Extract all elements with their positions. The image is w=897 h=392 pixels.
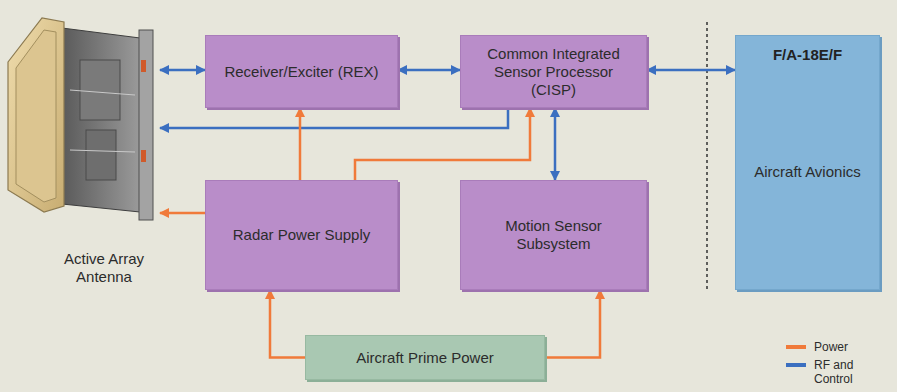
node-label: F/A-18E/F xyxy=(773,46,842,64)
power-connector xyxy=(160,212,205,215)
node-label: Radar Power Supply xyxy=(233,226,371,244)
antenna-node: Active Array Antenna xyxy=(8,22,160,290)
signal-connector xyxy=(160,69,205,72)
antenna-drawing xyxy=(8,18,153,220)
legend-row: Power xyxy=(786,340,876,354)
node-label: Motion Sensor Subsystem xyxy=(473,217,634,253)
legend-swatch xyxy=(786,363,806,367)
node-body: Aircraft Avionics xyxy=(754,64,860,279)
legend-label: RF and Control xyxy=(814,358,876,386)
node-label: Common Integrated Sensor Processor (CISP… xyxy=(473,45,634,99)
process-box: Radar Power Supply xyxy=(205,180,398,290)
power-box: Aircraft Prime Power xyxy=(305,335,545,380)
signal-connector xyxy=(160,108,508,128)
node-label: Receiver/Exciter (REX) xyxy=(224,63,378,81)
signal-connector xyxy=(554,108,557,180)
process-box: Receiver/Exciter (REX) xyxy=(205,35,398,108)
power-connector xyxy=(270,290,305,358)
power-connector xyxy=(299,108,302,180)
node-label: Aircraft Prime Power xyxy=(356,349,494,367)
power-connector xyxy=(545,290,600,358)
process-box: Motion Sensor Subsystem xyxy=(460,180,647,290)
dashed-divider xyxy=(706,22,708,290)
legend-label: Power xyxy=(814,340,876,354)
legend-row: RF and Control xyxy=(786,358,876,386)
power-connector xyxy=(355,108,530,180)
signal-connector xyxy=(647,69,735,72)
system-panel: F/A-18E/FAircraft Avionics xyxy=(735,35,880,290)
legend-swatch xyxy=(786,345,806,349)
node-label: Active Array Antenna xyxy=(48,250,160,286)
signal-connector xyxy=(398,69,460,72)
legend: Power RF and Control xyxy=(786,340,876,390)
process-box: Common Integrated Sensor Processor (CISP… xyxy=(460,35,647,108)
